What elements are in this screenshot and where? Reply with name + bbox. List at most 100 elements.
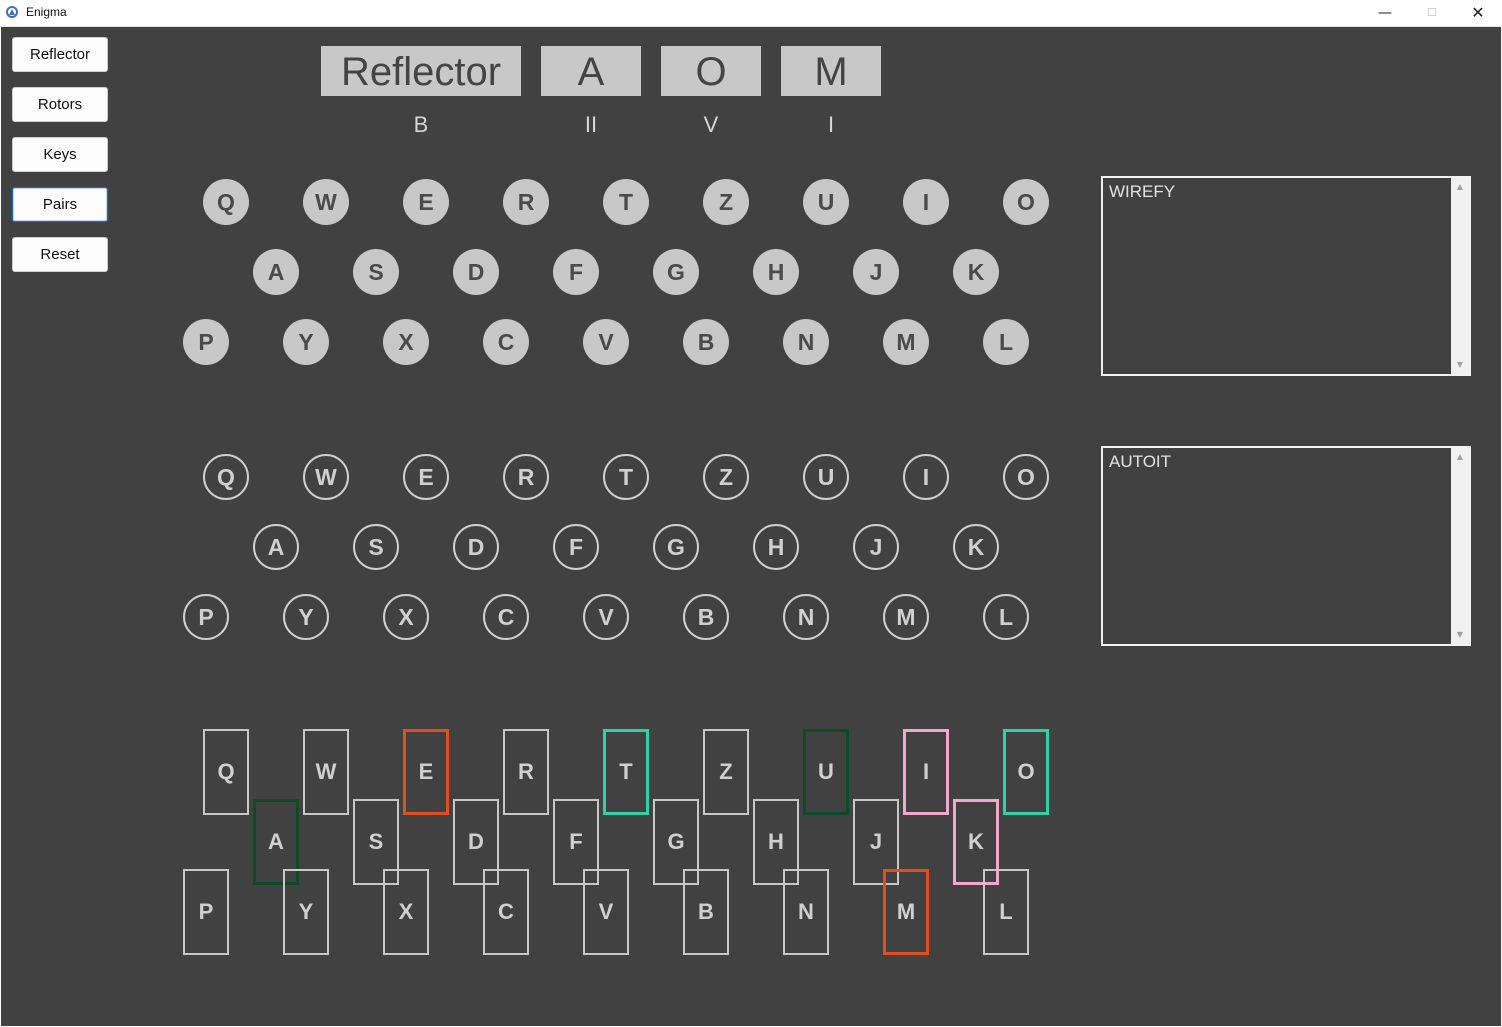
plug-k[interactable]: K [953, 799, 999, 885]
plug-y[interactable]: Y [283, 869, 329, 955]
plug-d[interactable]: D [453, 799, 499, 885]
plug-h[interactable]: H [753, 799, 799, 885]
window-title: Enigma [26, 5, 67, 19]
lamp-k: K [953, 524, 999, 570]
plug-l[interactable]: L [983, 869, 1029, 955]
output-scrollbar[interactable]: ▲ ▼ [1451, 448, 1469, 644]
key-a[interactable]: A [253, 249, 299, 295]
lamp-q: Q [203, 454, 249, 500]
plug-v[interactable]: V [583, 869, 629, 955]
key-j[interactable]: J [853, 249, 899, 295]
close-button[interactable]: ✕ [1471, 3, 1485, 22]
plug-z[interactable]: Z [703, 729, 749, 815]
output-text-panel[interactable]: AUTOIT ▲ ▼ [1101, 446, 1471, 646]
key-r[interactable]: R [503, 179, 549, 225]
plug-e[interactable]: E [403, 729, 449, 815]
reflector-display[interactable]: Reflector [321, 46, 521, 96]
plug-n[interactable]: N [783, 869, 829, 955]
pairs-button[interactable]: Pairs [12, 187, 108, 222]
lamp-c: C [483, 594, 529, 640]
lamp-a: A [253, 524, 299, 570]
plug-a[interactable]: A [253, 799, 299, 885]
plug-x[interactable]: X [383, 869, 429, 955]
key-y[interactable]: Y [283, 319, 329, 365]
lamp-z: Z [703, 454, 749, 500]
reflector-button[interactable]: Reflector [12, 37, 108, 72]
plug-o[interactable]: O [1003, 729, 1049, 815]
plug-u[interactable]: U [803, 729, 849, 815]
lamp-v: V [583, 594, 629, 640]
lamp-n: N [783, 594, 829, 640]
title-bar: Enigma — ☐ ✕ [0, 0, 1502, 27]
key-t[interactable]: T [603, 179, 649, 225]
lamp-j: J [853, 524, 899, 570]
plug-f[interactable]: F [553, 799, 599, 885]
lamp-p: P [183, 594, 229, 640]
key-g[interactable]: G [653, 249, 699, 295]
lamp-w: W [303, 454, 349, 500]
key-u[interactable]: U [803, 179, 849, 225]
input-scrollbar[interactable]: ▲ ▼ [1451, 178, 1469, 374]
scroll-down-icon[interactable]: ▼ [1456, 630, 1464, 639]
plug-b[interactable]: B [683, 869, 729, 955]
lamp-x: X [383, 594, 429, 640]
plug-p[interactable]: P [183, 869, 229, 955]
key-m[interactable]: M [883, 319, 929, 365]
scroll-down-icon[interactable]: ▼ [1456, 360, 1464, 369]
key-d[interactable]: D [453, 249, 499, 295]
lamp-i: I [903, 454, 949, 500]
rotor-2-type-label: V [703, 112, 719, 137]
key-e[interactable]: E [403, 179, 449, 225]
plug-g[interactable]: G [653, 799, 699, 885]
plug-w[interactable]: W [303, 729, 349, 815]
key-z[interactable]: Z [703, 179, 749, 225]
lamp-u: U [803, 454, 849, 500]
reset-button[interactable]: Reset [12, 237, 108, 272]
key-c[interactable]: C [483, 319, 529, 365]
key-o[interactable]: O [1003, 179, 1049, 225]
rotor-3-display[interactable]: M [781, 46, 881, 96]
input-text-panel[interactable]: WIREFY ▲ ▼ [1101, 176, 1471, 376]
plug-t[interactable]: T [603, 729, 649, 815]
reflector-type-label: B [413, 112, 429, 137]
key-l[interactable]: L [983, 319, 1029, 365]
key-v[interactable]: V [583, 319, 629, 365]
plug-c[interactable]: C [483, 869, 529, 955]
rotors-button[interactable]: Rotors [12, 87, 108, 122]
key-b[interactable]: B [683, 319, 729, 365]
keys-button[interactable]: Keys [12, 137, 108, 172]
lamp-o: O [1003, 454, 1049, 500]
key-s[interactable]: S [353, 249, 399, 295]
rotor-1-display[interactable]: A [541, 46, 641, 96]
lamp-s: S [353, 524, 399, 570]
key-h[interactable]: H [753, 249, 799, 295]
minimize-button[interactable]: — [1378, 5, 1392, 21]
input-text: WIREFY [1109, 182, 1176, 201]
plug-m[interactable]: M [883, 869, 929, 955]
lamp-g: G [653, 524, 699, 570]
key-k[interactable]: K [953, 249, 999, 295]
key-q[interactable]: Q [203, 179, 249, 225]
lamp-f: F [553, 524, 599, 570]
maximize-button[interactable]: ☐ [1427, 6, 1437, 19]
key-n[interactable]: N [783, 319, 829, 365]
lamp-l: L [983, 594, 1029, 640]
key-f[interactable]: F [553, 249, 599, 295]
lamp-d: D [453, 524, 499, 570]
plug-r[interactable]: R [503, 729, 549, 815]
enigma-canvas: Reflector Rotors Keys Pairs Reset Reflec… [1, 27, 1501, 1026]
plug-i[interactable]: I [903, 729, 949, 815]
key-i[interactable]: I [903, 179, 949, 225]
key-x[interactable]: X [383, 319, 429, 365]
plug-q[interactable]: Q [203, 729, 249, 815]
key-w[interactable]: W [303, 179, 349, 225]
key-p[interactable]: P [183, 319, 229, 365]
scroll-up-icon[interactable]: ▲ [1456, 182, 1464, 191]
scroll-up-icon[interactable]: ▲ [1456, 452, 1464, 461]
app-icon [6, 6, 18, 18]
plug-j[interactable]: J [853, 799, 899, 885]
lamp-t: T [603, 454, 649, 500]
rotor-2-display[interactable]: O [661, 46, 761, 96]
lamp-m: M [883, 594, 929, 640]
plug-s[interactable]: S [353, 799, 399, 885]
